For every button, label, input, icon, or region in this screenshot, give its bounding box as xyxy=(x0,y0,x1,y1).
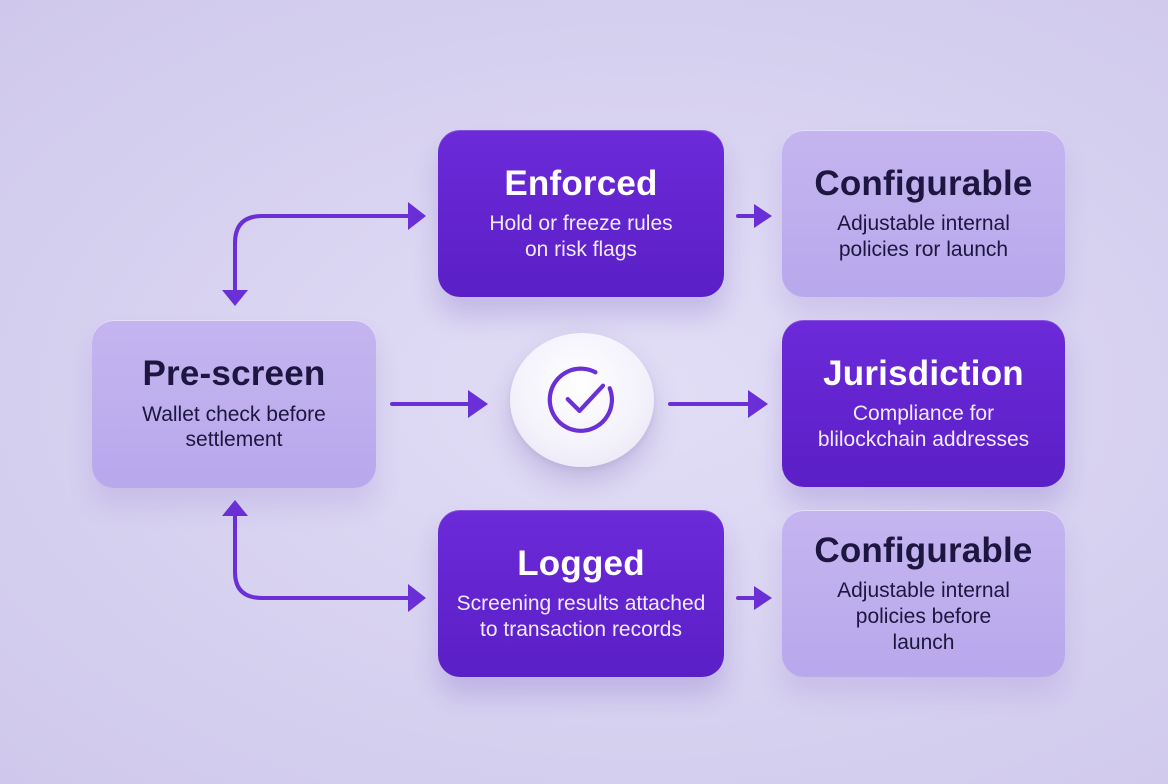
enforced-card: Enforced Hold or freeze rules on risk fl… xyxy=(438,130,724,297)
arrowhead-configurable-bottom-left xyxy=(754,586,772,610)
logged-card: Logged Screening results attached to tra… xyxy=(438,510,724,677)
configurable-bottom-description: Adjustable internal policies before laun… xyxy=(837,579,1010,654)
jurisdiction-description: Compliance for blilockchain addresses xyxy=(817,402,1030,451)
arrowhead-configurable-top-left xyxy=(754,204,772,228)
configurable-bottom-card: Configurable Adjustable internal policie… xyxy=(782,510,1065,677)
check-circle-button[interactable] xyxy=(510,333,654,467)
enforced-title: Enforced xyxy=(504,163,658,203)
arrowhead-prescreen-bottom xyxy=(222,500,248,516)
prescreen-card: Pre-screen Wallet check before settlemen… xyxy=(92,320,376,488)
arrow-logged-loop xyxy=(233,512,412,600)
arrow-enforced-loop xyxy=(233,214,412,300)
jurisdiction-title: Jurisdiction xyxy=(823,353,1024,393)
arrowhead-logged-left xyxy=(408,584,426,612)
arrowhead-enforced-left xyxy=(408,202,426,230)
enforced-description: Hold or freeze rules on risk flags xyxy=(489,212,673,261)
configurable-top-title: Configurable xyxy=(814,163,1033,203)
arrowhead-check-left xyxy=(468,390,488,418)
configurable-top-description: Adjustable internal policies ror launch xyxy=(837,212,1010,261)
arrowhead-prescreen-top xyxy=(222,290,248,306)
logged-title: Logged xyxy=(517,543,645,583)
jurisdiction-card: Jurisdiction Compliance for blilockchain… xyxy=(782,320,1065,487)
prescreen-description: Wallet check before settlement xyxy=(142,402,326,452)
check-circle-icon xyxy=(547,366,614,433)
configurable-bottom-title: Configurable xyxy=(814,530,1033,570)
prescreen-title: Pre-screen xyxy=(142,354,326,394)
configurable-top-card: Configurable Adjustable internal policie… xyxy=(782,130,1065,297)
logged-description: Screening results attached to transactio… xyxy=(456,592,706,641)
arrowhead-jurisdiction-left xyxy=(748,390,768,418)
